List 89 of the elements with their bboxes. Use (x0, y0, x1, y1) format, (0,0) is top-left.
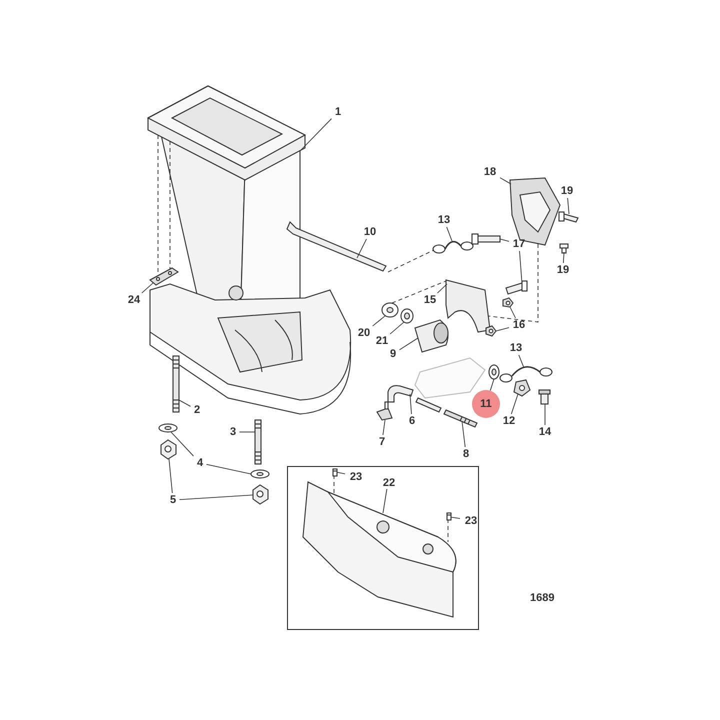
leader-line (336, 472, 346, 474)
leader-line (519, 250, 522, 284)
bracket (446, 280, 490, 332)
washer (382, 302, 398, 318)
callout-number: 20 (354, 326, 374, 340)
leader-line (563, 252, 564, 264)
threaded-rod (443, 409, 478, 428)
callout-number: 16 (509, 318, 529, 332)
washer (158, 424, 178, 432)
inset-frame (287, 466, 479, 630)
leader-line (206, 464, 252, 474)
hose (388, 385, 442, 413)
leader-line (510, 394, 518, 414)
callout-number: 13 (506, 341, 526, 355)
callout-number: 14 (535, 425, 555, 439)
leader-line (567, 198, 570, 214)
callout-number: 9 (386, 347, 400, 361)
nut (160, 439, 176, 460)
elbow-fitting (376, 402, 393, 421)
nut (486, 325, 497, 337)
leader-line (141, 282, 154, 294)
bolt (286, 221, 387, 272)
leader-line (510, 306, 516, 318)
washer (400, 308, 414, 324)
leader-line (168, 458, 173, 494)
screw (558, 212, 579, 223)
stud (254, 420, 262, 464)
callout-number: 15 (420, 293, 440, 307)
cover-plate (509, 177, 561, 246)
bolt (505, 280, 528, 295)
leader-line (500, 238, 510, 242)
bushing (414, 320, 448, 352)
callout-number: 7 (376, 435, 388, 449)
callout-number: 19 (553, 263, 573, 277)
callout-number: 24 (124, 293, 144, 307)
callout-number: 3 (226, 425, 240, 439)
leader-line (544, 404, 546, 426)
dowel-pin (332, 468, 338, 476)
bolt (472, 234, 500, 244)
nut (252, 484, 268, 505)
leader-line (410, 394, 412, 414)
callout-number: 19 (557, 184, 577, 198)
ground-wire (500, 366, 552, 382)
callout-number: 1 (332, 105, 344, 119)
fitting (538, 390, 550, 404)
leader-line (500, 177, 512, 184)
leader-line (170, 432, 194, 456)
nut (502, 297, 514, 308)
callout-number: 18 (480, 165, 500, 179)
callout-number: 11 (472, 390, 500, 418)
screw (560, 244, 568, 254)
callout-number: 13 (434, 213, 454, 227)
leader-line (356, 238, 367, 258)
callout-number: 10 (360, 225, 380, 239)
dowel-pin (446, 512, 452, 520)
leader-line (450, 516, 460, 519)
leader-line (372, 316, 386, 326)
callout-number: 12 (499, 414, 519, 428)
nut (513, 379, 531, 397)
leader-line (437, 284, 448, 294)
leader-line (496, 327, 510, 332)
callout-number: 5 (166, 493, 180, 507)
callout-number: 21 (372, 334, 392, 348)
leader-line (178, 400, 191, 407)
leader-line (382, 488, 388, 514)
assembly-guide-line (488, 244, 538, 322)
leader-line (179, 494, 254, 500)
callout-number: 2 (190, 403, 204, 417)
leader-line (518, 354, 524, 368)
leader-line (446, 226, 452, 242)
driveshaft-housing (146, 85, 352, 414)
ground-wire (432, 240, 474, 254)
washer (488, 364, 500, 380)
washer (250, 470, 270, 478)
callout-number: 6 (406, 414, 418, 428)
callout-number: 23 (461, 514, 481, 528)
leader-line (399, 338, 418, 350)
assembly-guide-line (388, 250, 434, 272)
assembly-guide-line (392, 280, 446, 304)
leader-line (390, 322, 404, 334)
leader-line (300, 118, 332, 150)
leader-line (382, 420, 386, 436)
callout-number: 23 (346, 470, 366, 484)
drawing-number: 1689 (530, 591, 554, 606)
callout-number: 4 (194, 456, 206, 470)
leader-line (490, 378, 494, 392)
callout-number: 22 (379, 476, 399, 490)
leader-line (462, 420, 466, 448)
callout-number: 8 (460, 447, 472, 461)
